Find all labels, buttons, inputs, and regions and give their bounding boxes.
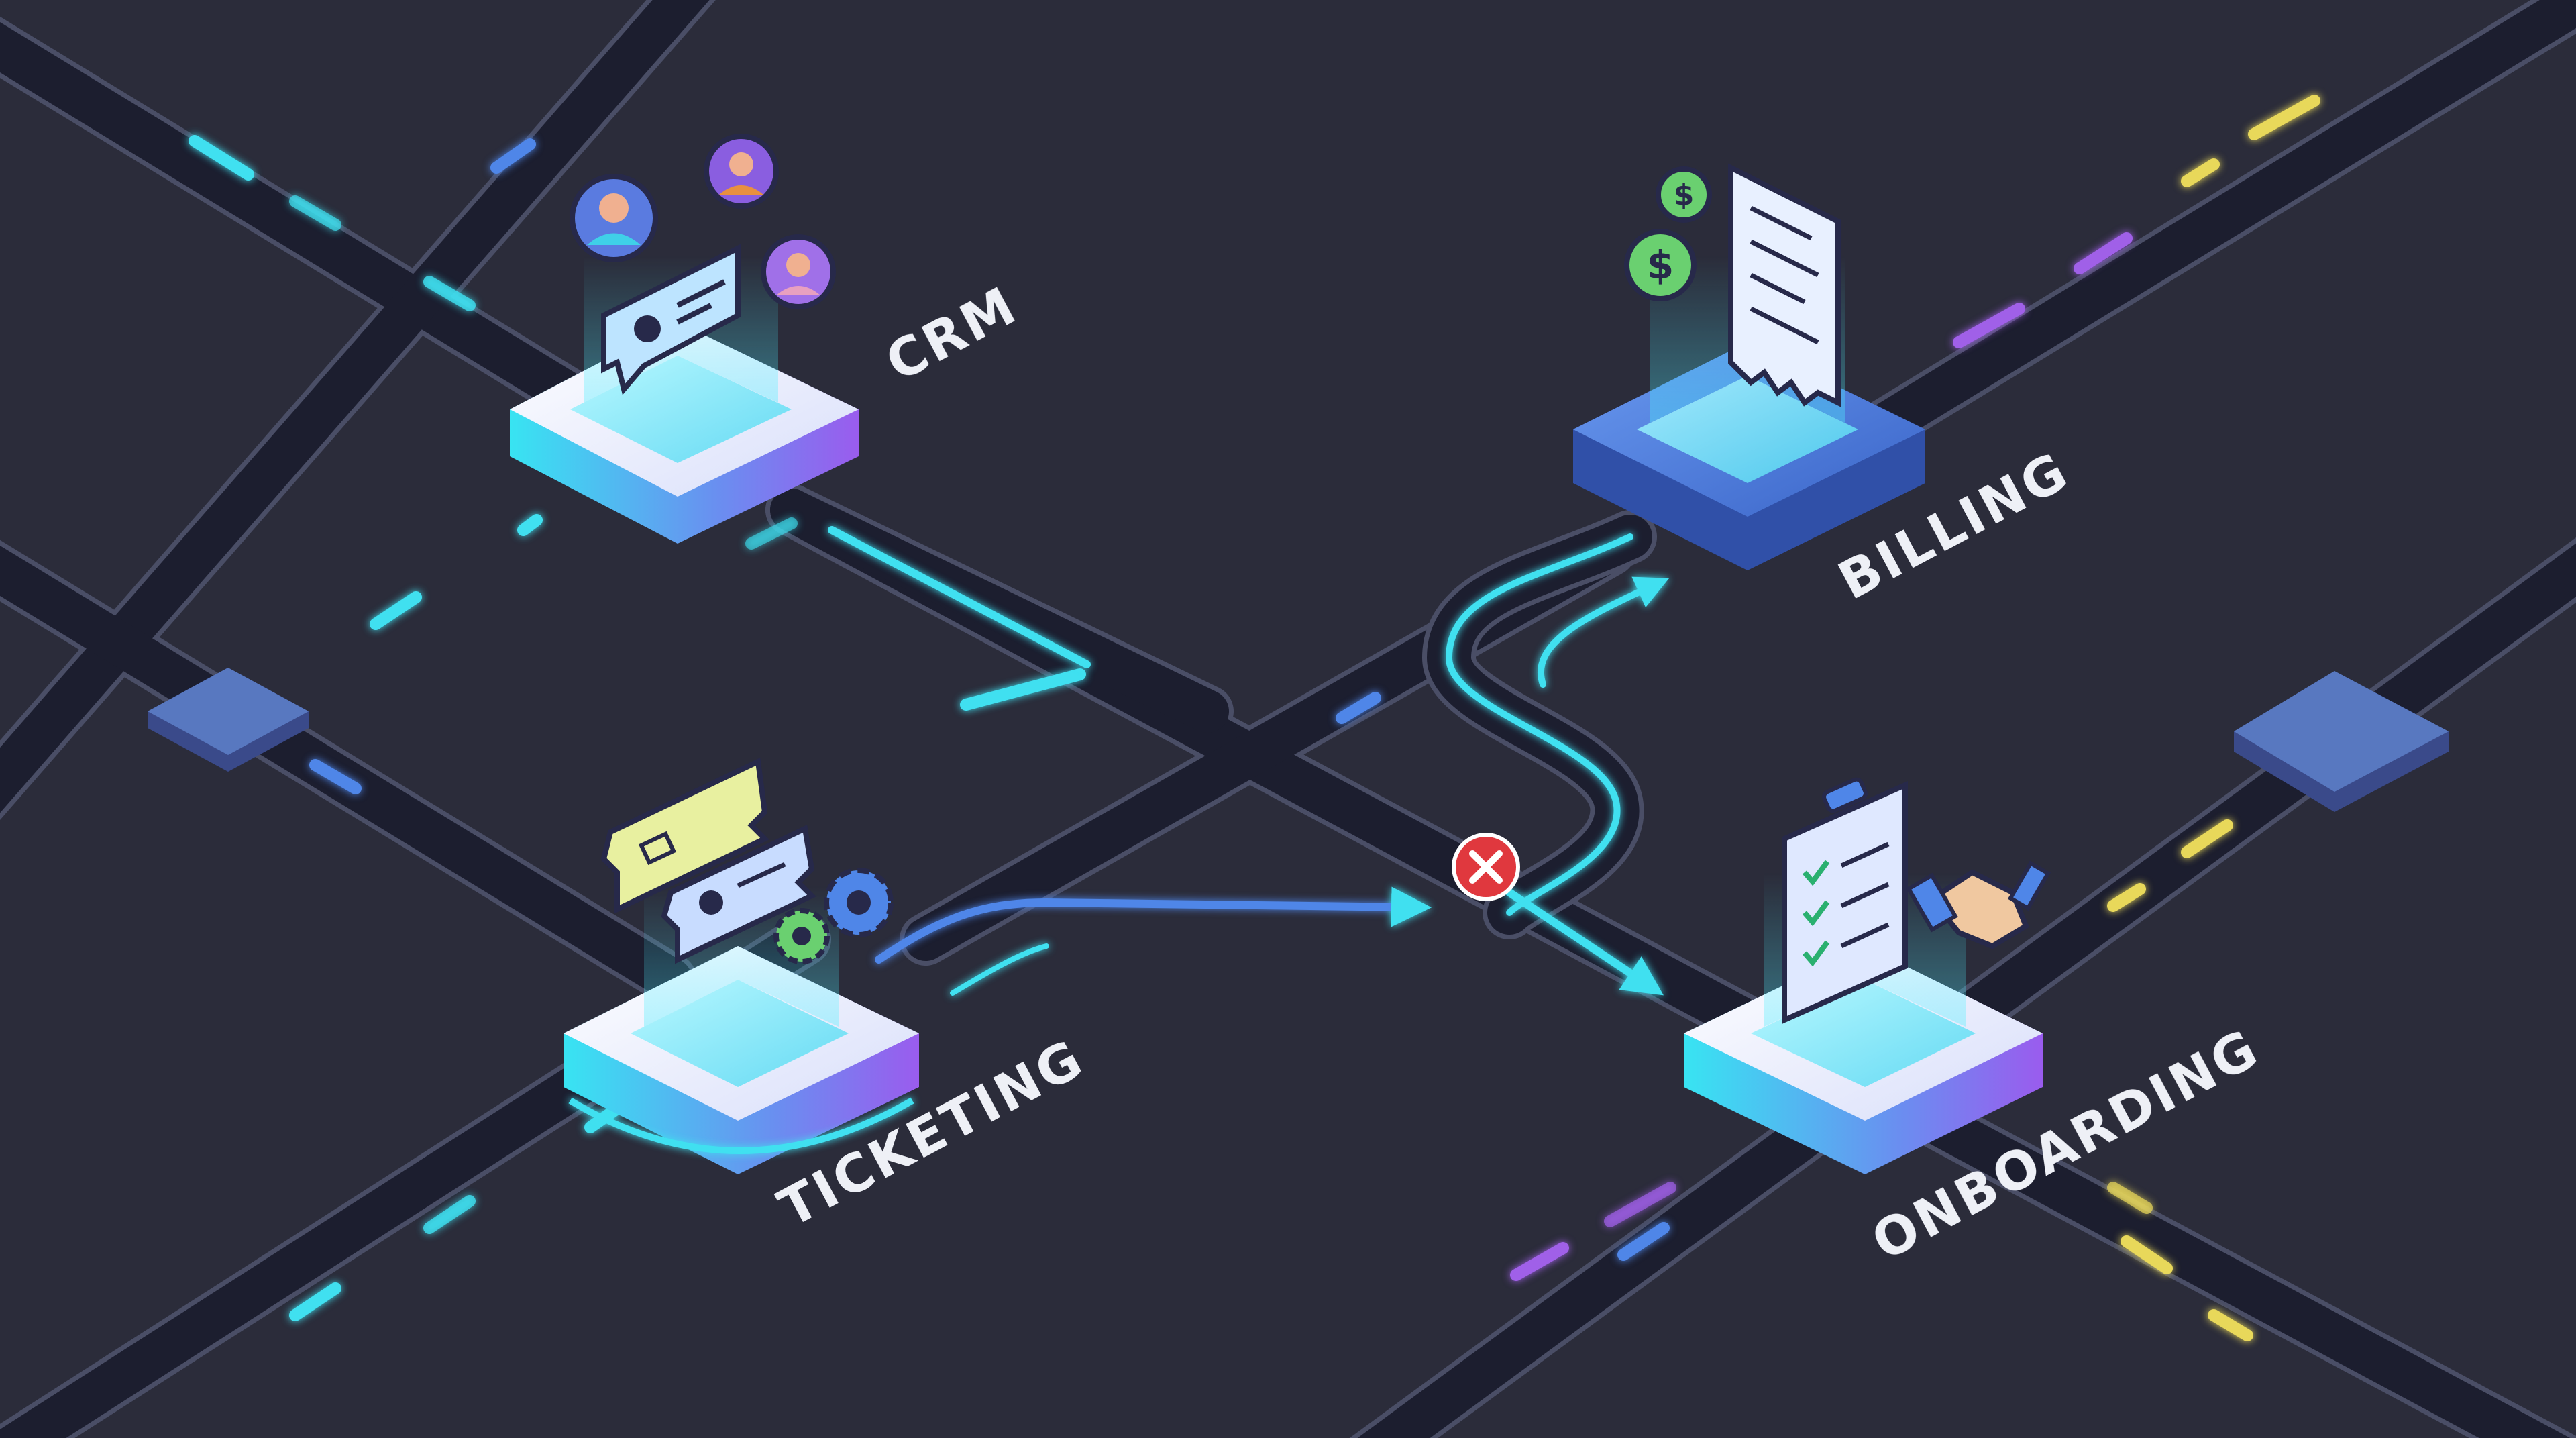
checklist-clipboard-icon — [1782, 777, 1908, 1025]
svg-text:$: $ — [1674, 178, 1695, 212]
traffic-dashes — [189, 95, 2320, 1341]
user-avatar-icon — [704, 134, 779, 209]
contact-card-chat-icon — [601, 244, 741, 395]
flow-paths — [828, 510, 1670, 996]
gear-icon — [773, 908, 830, 964]
crm-node[interactable]: CRM — [510, 134, 1028, 544]
x-circle-icon — [1452, 833, 1520, 901]
dollar-coin-icon: $ — [1624, 229, 1697, 301]
receipt-icon — [1728, 163, 1841, 407]
ticketing-node[interactable]: TICKETING — [564, 758, 1094, 1239]
ticket-icon — [661, 825, 816, 964]
junction-block-right — [2234, 671, 2449, 812]
ticket-icon — [600, 758, 769, 914]
handshake-icon — [1906, 860, 2051, 949]
junction-block-left — [148, 668, 309, 772]
gear-icon — [824, 868, 894, 937]
svg-text:$: $ — [1647, 242, 1674, 288]
dollar-coin-icon: $ — [1656, 166, 1712, 223]
user-avatar-icon — [761, 234, 836, 309]
crm-label: CRM — [877, 275, 1028, 394]
user-avatar-icon — [570, 174, 658, 262]
